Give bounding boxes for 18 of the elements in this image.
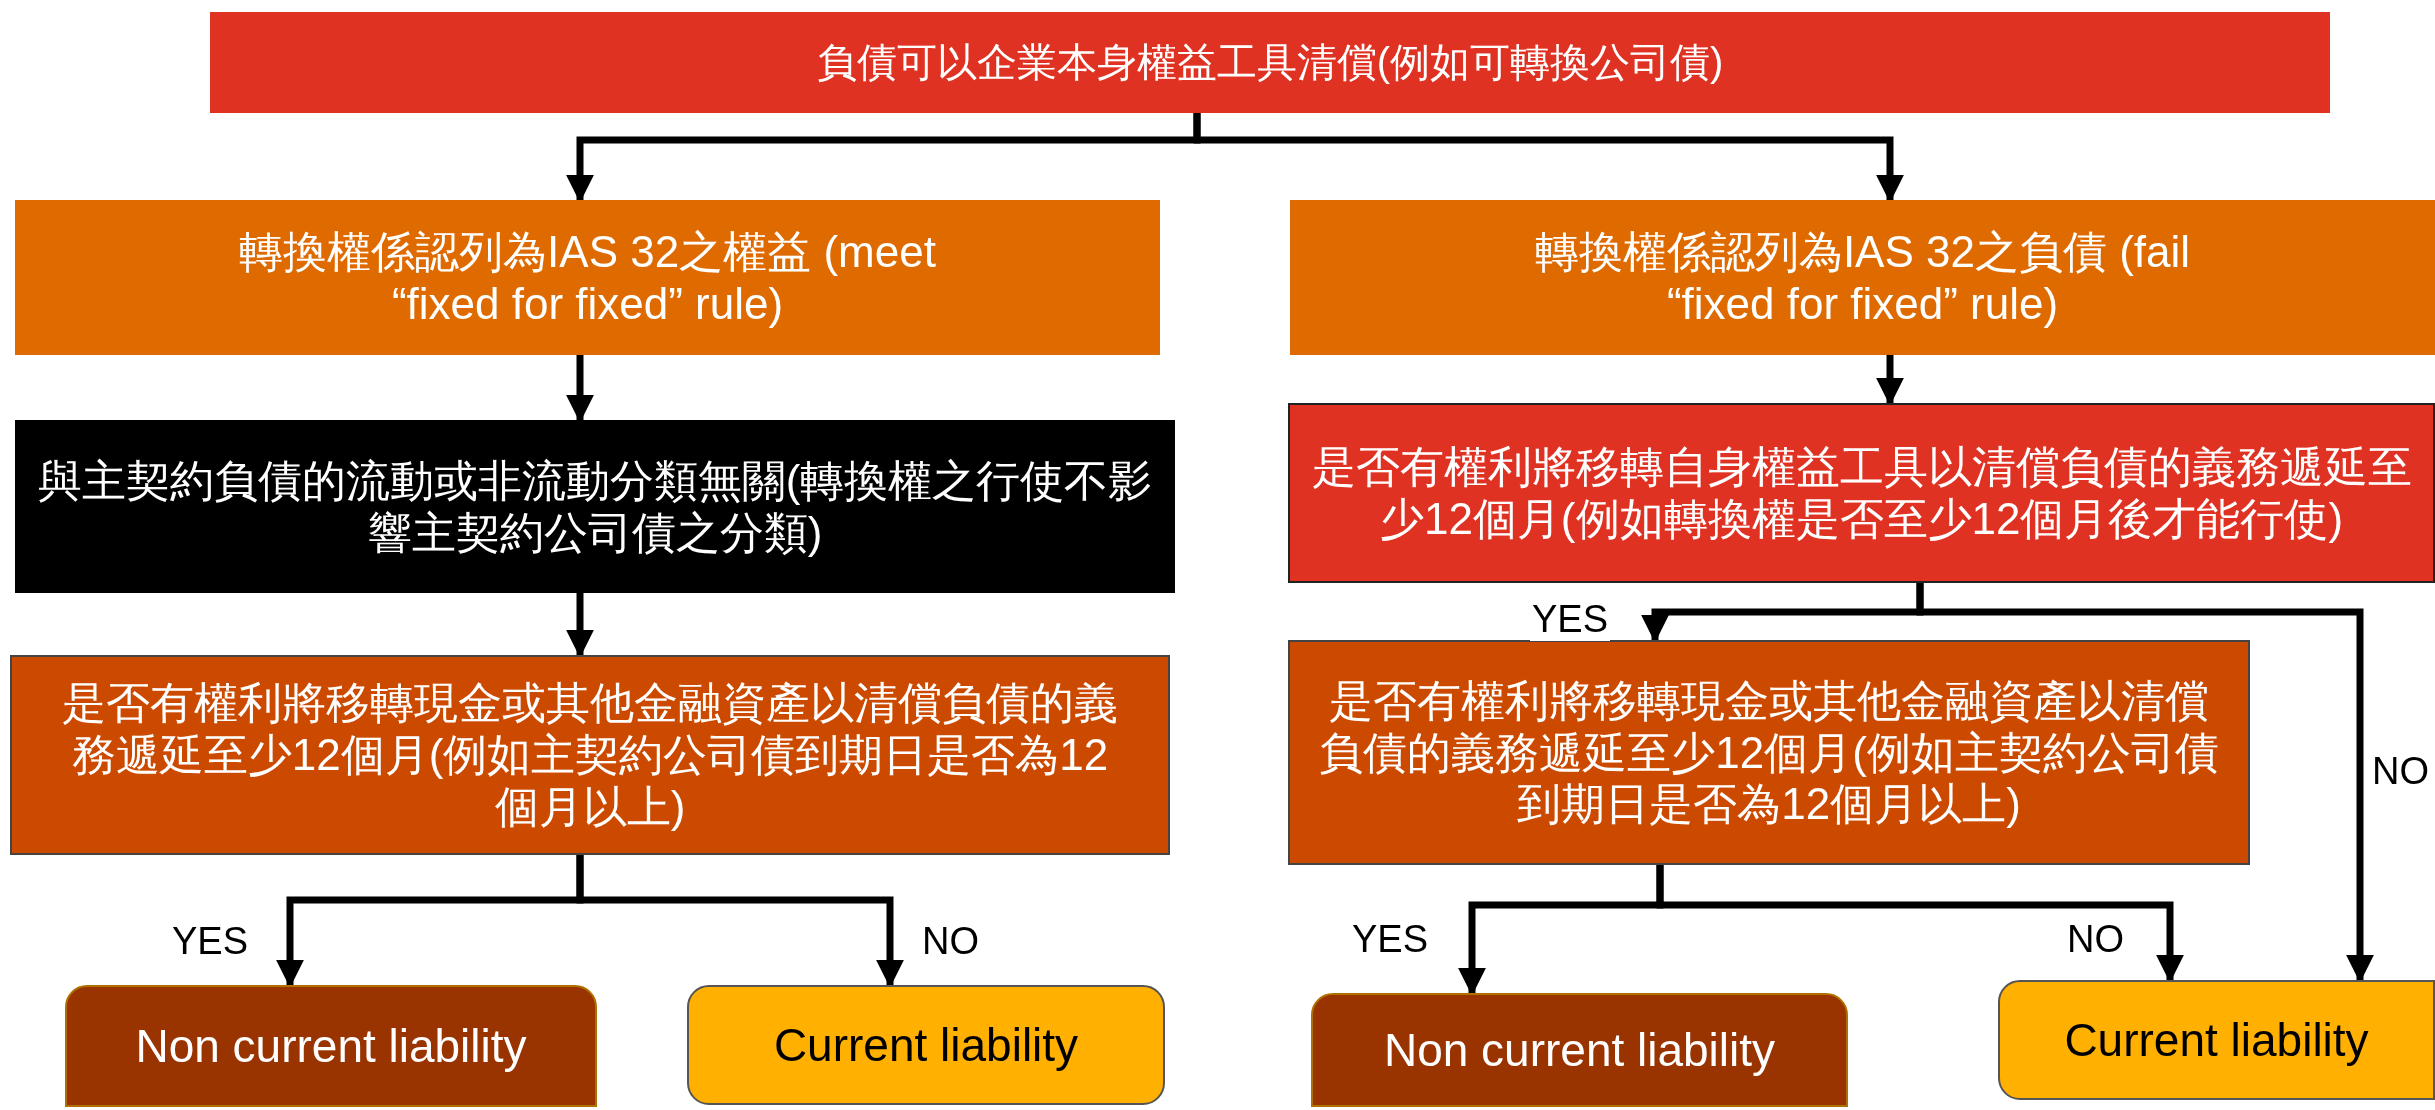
arrow xyxy=(566,355,594,423)
arrow xyxy=(1193,113,1904,203)
decision-box: 是否有權利將移轉自身權益工具以清償負債的義務遞延至少12個月(例如轉換權是否至少12個月後才能行使) xyxy=(1288,403,2435,583)
result-box: Current liability xyxy=(1998,980,2435,1100)
arrow xyxy=(1876,355,1904,406)
result-box: Non current liability xyxy=(65,985,597,1107)
title-box: 負債可以企業本身權益工具清償(例如可轉換公司債) xyxy=(210,12,2330,113)
arrow xyxy=(1916,583,2374,983)
result-box: Current liability xyxy=(687,985,1165,1105)
process-box: 與主契約負債的流動或非流動分類無關(轉換權之行使不影響主契約公司債之分類) xyxy=(15,420,1175,593)
arrow xyxy=(566,593,594,658)
result-box: Non current liability xyxy=(1311,993,1848,1107)
decision-box: 是否有權利將移轉現金或其他金融資產以清償負債的義務遞延至少12個月(例如主契約公司債到期日是否為12個月以上) xyxy=(10,655,1170,855)
decision-box: 是否有權利將移轉現金或其他金融資產以清償負債的義務遞延至少12個月(例如主契約公司債到期日是否為12個月以上) xyxy=(1288,640,2250,865)
process-box: 轉換權係認列為IAS 32之負債 (fail “fixed for fixed” rule) xyxy=(1290,200,2435,355)
arrow xyxy=(1656,865,2184,983)
arrow xyxy=(576,855,904,988)
process-box: 轉換權係認列為IAS 32之權益 (meet “fixed for fixed” rule) xyxy=(15,200,1160,355)
